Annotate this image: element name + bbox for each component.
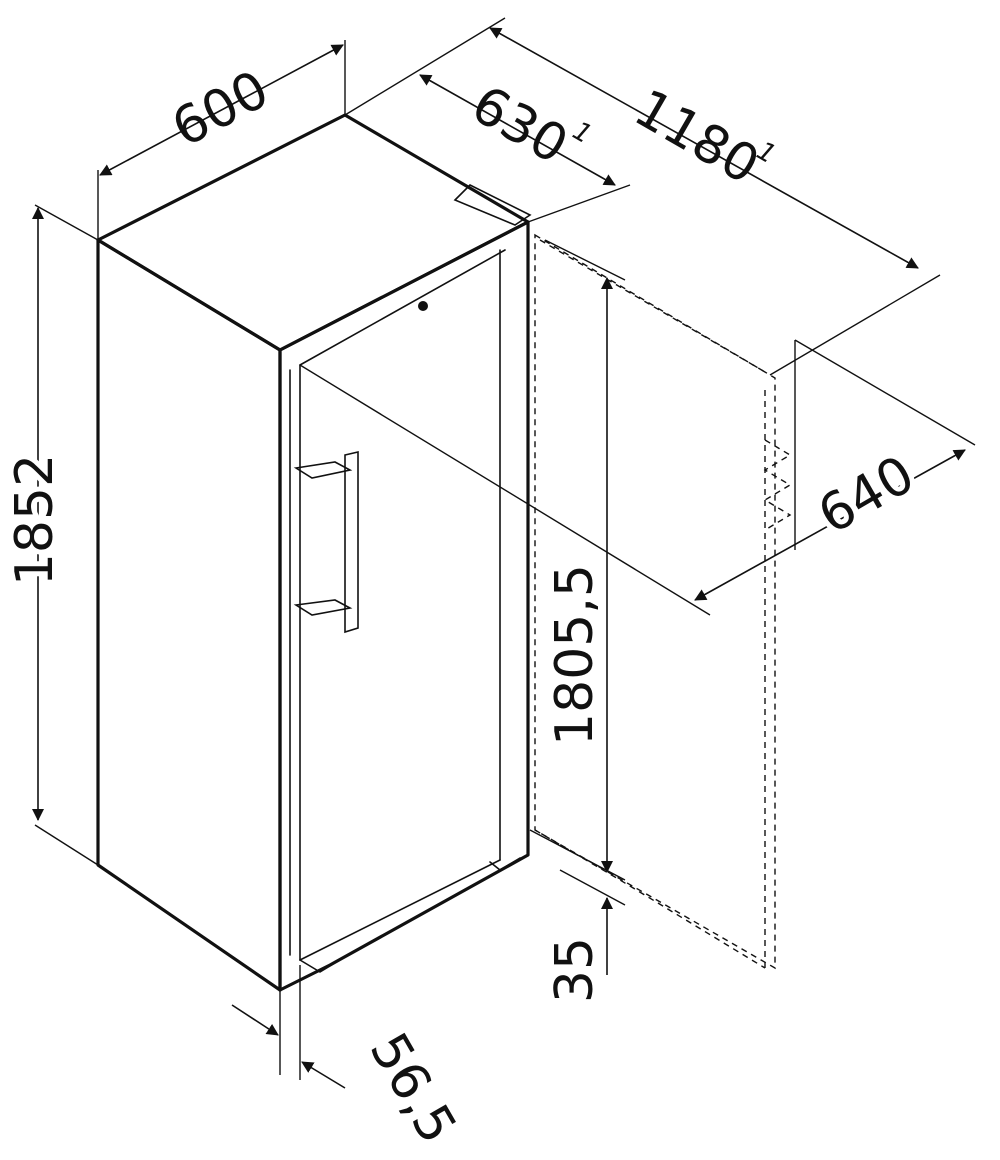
top-panel — [96, 113, 530, 352]
depth-label: 630 — [462, 75, 578, 177]
appliance-body — [96, 113, 532, 992]
extension-lines — [34, 17, 976, 1080]
door-swing-label: 640 — [809, 445, 925, 547]
hinge-cover — [453, 184, 532, 226]
door-offset-dimension-line-left — [231, 1004, 279, 1036]
height-label: 1852 — [5, 454, 65, 586]
lock-icon — [418, 301, 428, 311]
door-swing-dimension-line — [694, 449, 966, 601]
open-depth-label: 1180 — [624, 78, 769, 196]
door-panel — [278, 220, 530, 992]
open-depth-dimension-line — [489, 27, 919, 269]
inner-height-label: 1805,5 — [545, 564, 605, 746]
width-label: 600 — [163, 60, 279, 160]
dimension-lines — [32, 27, 966, 1089]
plinth-label: 35 — [545, 937, 605, 1003]
door-offset-label: 56,5 — [358, 1023, 468, 1153]
door-offset-dimension-line-right — [301, 1061, 346, 1089]
door-handle — [293, 450, 359, 634]
dimension-labels: 600 630 1 1180 1 1852 1805,5 35 56,5 640 — [0, 60, 929, 1154]
width-dimension-line — [99, 44, 344, 176]
side-panel — [96, 238, 282, 992]
